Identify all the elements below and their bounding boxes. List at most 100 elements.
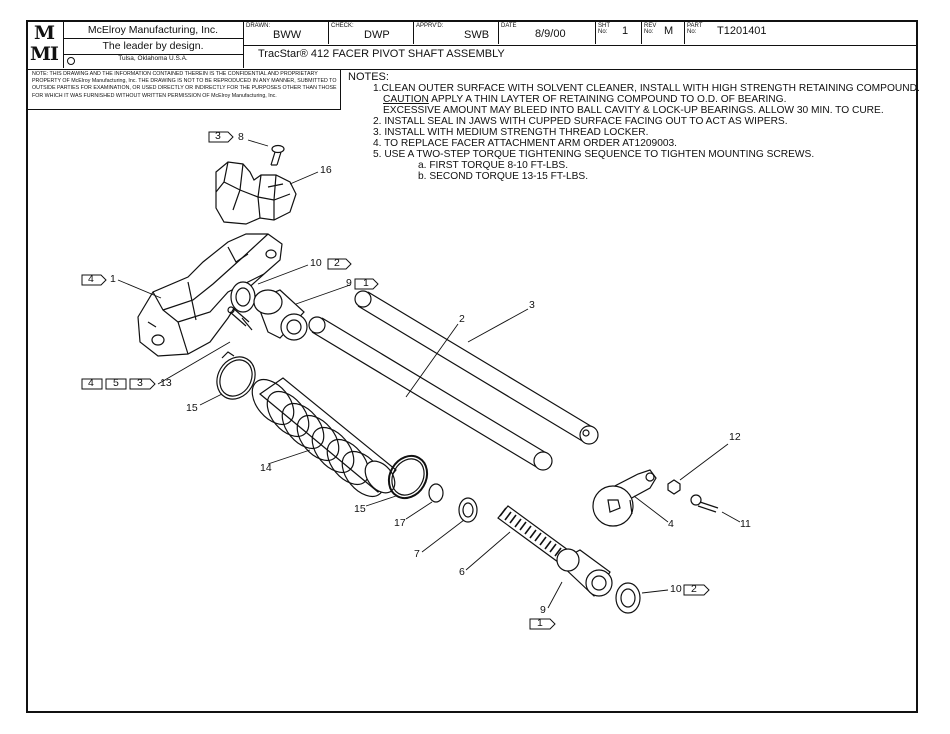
note-5a: a. FIRST TORQUE 8-10 FT-LBS. — [418, 160, 569, 171]
part-2-shaft — [308, 316, 553, 471]
callout-12: 12 — [729, 431, 741, 443]
sheet-cell: SHT No: 1 — [596, 22, 642, 44]
drawing-title: TracStar® 412 FACER PIVOT SHAFT ASSEMBLY — [258, 48, 505, 60]
part-10-bearing-top — [230, 281, 256, 313]
part-15-clamp-top — [216, 351, 256, 400]
note-5b: b. SECOND TORQUE 13-15 FT-LBS. — [418, 171, 589, 182]
flag-9b: 1 — [537, 617, 543, 629]
company-location: Tulsa, Oklahoma U.S.A. — [118, 55, 188, 62]
part-label: PART No: — [687, 23, 703, 35]
info-row: DRAWN: BWW CHECK: DWP APPRV'D: SWB DATE … — [244, 22, 918, 46]
drawn-cell: DRAWN: BWW — [244, 22, 329, 44]
callout-7: 7 — [414, 548, 420, 560]
callout-4: 4 — [668, 518, 674, 530]
company-name: McElroy Manufacturing, Inc. — [63, 22, 243, 39]
flag-13c: 3 — [137, 377, 143, 389]
note-2: 2. INSTALL SEAL IN JAWS WITH CUPPED SURF… — [373, 116, 788, 127]
exploded-assembly-diagram — [81, 131, 741, 630]
callout-15-top: 15 — [186, 402, 198, 414]
logo-text-bottom: MI — [30, 43, 59, 65]
part-6-spring — [497, 505, 569, 563]
part-12-nut — [667, 479, 681, 495]
rev-cell: REV No: M — [642, 22, 685, 44]
flag-10b: 2 — [691, 583, 697, 595]
callout-2: 2 — [459, 313, 465, 325]
drawn-label: DRAWN: — [246, 23, 271, 29]
part-10-bearing-bottom — [615, 582, 641, 614]
note-1: 1.CLEAN OUTER SURFACE WITH SOLVENT CLEAN… — [373, 83, 920, 94]
flag-10a: 2 — [334, 257, 340, 269]
part-11-bolt — [690, 494, 719, 513]
flag-9a: 1 — [363, 277, 369, 289]
part-17-ring — [428, 483, 444, 503]
callout-6: 6 — [459, 566, 465, 578]
date-label: DATE — [501, 23, 517, 29]
check-cell: CHECK: DWP — [329, 22, 414, 44]
flag-13a: 4 — [88, 377, 94, 389]
sheet-value: 1 — [622, 25, 629, 37]
company-box: McElroy Manufacturing, Inc. The leader b… — [63, 22, 244, 68]
date-cell: DATE 8/9/00 — [499, 22, 596, 44]
check-label: CHECK: — [331, 23, 354, 29]
rev-value: M — [664, 25, 674, 37]
flag-shape-1 — [81, 274, 107, 286]
check-value: DWP — [364, 29, 390, 41]
callout-14: 14 — [260, 462, 272, 474]
part-14-bellows — [251, 377, 397, 498]
callout-11: 11 — [740, 518, 751, 530]
part-7-washer — [458, 497, 478, 523]
flag-shape-9b — [529, 618, 556, 630]
part-4-lever — [592, 469, 657, 527]
callout-8: 8 — [238, 131, 244, 143]
note-4: 4. TO REPLACE FACER ATTACHMENT ARM ORDER… — [373, 138, 678, 149]
callout-15-bottom: 15 — [354, 503, 366, 515]
date-value: 8/9/00 — [535, 28, 566, 40]
note-1-excessive: EXCESSIVE AMOUNT MAY BLEED INTO BALL CAV… — [383, 105, 884, 116]
logo-text-top: M — [34, 22, 55, 44]
rev-label: REV No: — [644, 23, 657, 35]
flag-shape-13b — [105, 378, 127, 390]
confidential-box — [28, 69, 341, 110]
note-5: 5. USE A TWO-STEP TORQUE TIGHTENING SEQU… — [373, 149, 815, 160]
part-16-jaw-block — [215, 161, 297, 225]
title-block: M MI McElroy Manufacturing, Inc. The lea… — [28, 22, 918, 70]
drawn-value: BWW — [273, 29, 302, 41]
flag-shape-13a — [81, 378, 103, 390]
registered-mark-icon — [67, 57, 75, 65]
caution-text: CAUTION — [383, 94, 429, 105]
flag-shape-8 — [208, 131, 234, 143]
part-9-bushing-bottom — [556, 548, 613, 597]
leader-lines — [117, 139, 741, 609]
apprvd-value: SWB — [464, 29, 490, 41]
apprvd-cell: APPRV'D: SWB — [414, 22, 499, 44]
part-15-clamp-bottom — [387, 454, 429, 500]
flag-shape-13c — [129, 378, 156, 390]
callout-10-bottom: 10 — [670, 583, 682, 595]
callout-13: 13 — [160, 377, 172, 389]
flag-13b: 5 — [113, 377, 119, 389]
apprvd-label: APPRV'D: — [416, 23, 444, 29]
sheet-label: SHT No: — [598, 23, 610, 35]
note-3: 3. INSTALL WITH MEDIUM STRENGTH THREAD L… — [373, 127, 649, 138]
callout-17: 17 — [394, 517, 406, 529]
note-1-caution-line: CAUTION APPLY A THIN LAYTER OF RETAINING… — [383, 94, 786, 105]
flag-shape-9a — [354, 278, 379, 290]
confidential-note: NOTE: THIS DRAWING AND THE INFORMATION C… — [32, 71, 337, 99]
flag-1: 4 — [88, 273, 94, 285]
part-3-shaft — [354, 290, 599, 445]
callout-3: 3 — [529, 299, 535, 311]
note-flags — [81, 131, 710, 630]
arm-mounting-screws — [227, 306, 253, 331]
part-cell: PART No: T1201401 — [685, 22, 917, 44]
drawing-sheet: M MI McElroy Manufacturing, Inc. The lea… — [26, 20, 920, 713]
callout-1: 1 — [110, 273, 116, 285]
note-1-caution-body: APPLY A THIN LAYTER OF RETAINING COMPOUN… — [428, 94, 787, 105]
notes-heading: NOTES: — [348, 71, 389, 83]
company-slogan: The leader by design. — [63, 39, 243, 55]
callout-10-top: 10 — [310, 257, 322, 269]
part-value: T1201401 — [717, 25, 767, 37]
callout-16: 16 — [320, 164, 332, 176]
part-8-screw — [270, 144, 285, 166]
flag-shape-10a — [327, 258, 352, 270]
callout-9-bottom: 9 — [540, 604, 546, 616]
